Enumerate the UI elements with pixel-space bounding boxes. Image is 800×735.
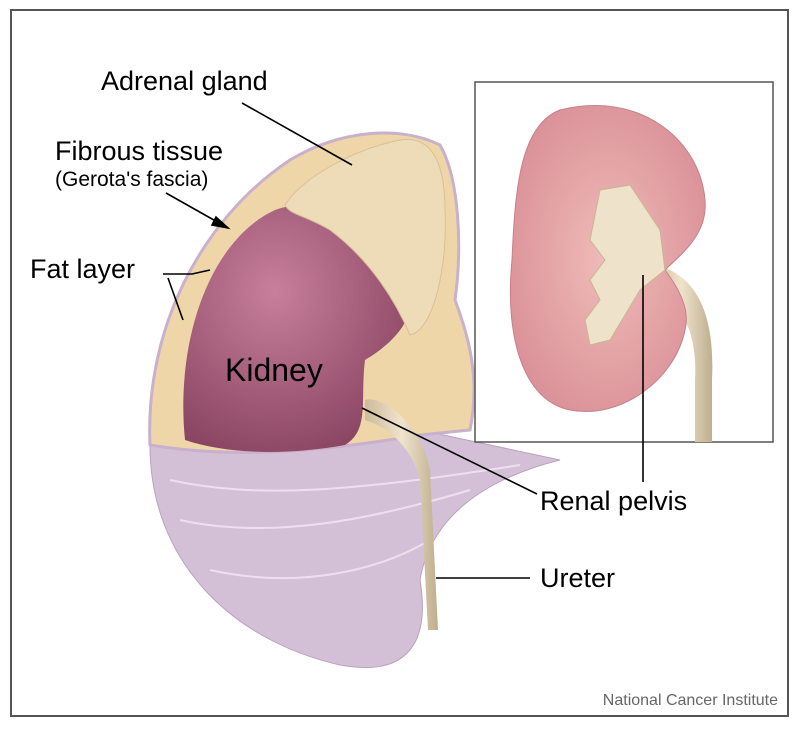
figure-border	[10, 9, 789, 717]
ureter	[365, 399, 438, 630]
adrenal-gland	[284, 138, 446, 336]
leader-lines	[163, 102, 644, 579]
credit-text: National Cancer Institute	[602, 692, 778, 709]
inset-renal-pelvis	[584, 184, 666, 346]
label-renal-pelvis: Renal pelvis	[540, 486, 688, 516]
label-gerotas-fascia: (Gerota's fascia)	[55, 168, 209, 191]
fascia-sac	[149, 429, 561, 669]
kidney	[183, 204, 412, 452]
label-adrenal-gland: Adrenal gland	[101, 66, 268, 96]
inset-ureter	[650, 265, 713, 442]
label-ureter: Ureter	[540, 563, 616, 593]
label-fibrous-tissue: Fibrous tissue	[55, 136, 224, 166]
label-fat-layer: Fat layer	[30, 254, 136, 284]
label-kidney: Kidney	[225, 352, 323, 388]
